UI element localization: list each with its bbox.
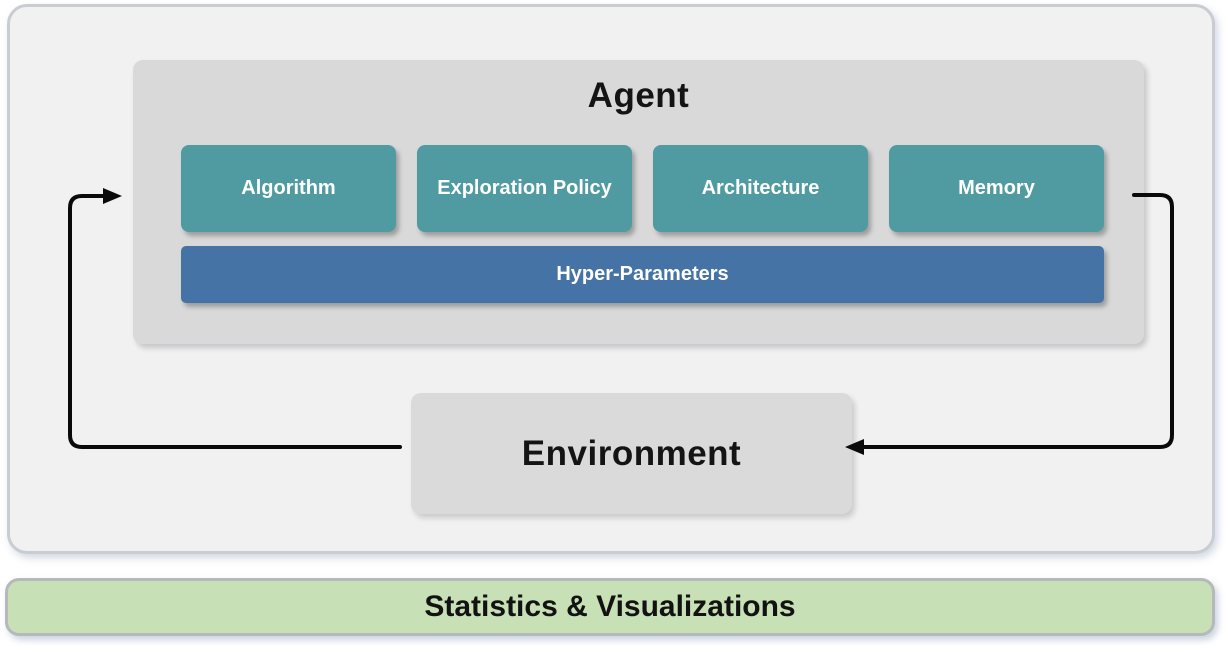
agent-title: Agent xyxy=(587,76,690,115)
module-memory: Memory xyxy=(889,145,1104,232)
statistics-label: Statistics & Visualizations xyxy=(424,590,796,623)
module-architecture: Architecture xyxy=(653,145,868,232)
agent-modules-row: Algorithm Exploration Policy Architectur… xyxy=(181,145,1104,232)
framework-canvas: Agent Algorithm Exploration Policy Archi… xyxy=(7,4,1215,554)
environment-title: Environment xyxy=(521,433,742,473)
agent-box: Agent Algorithm Exploration Policy Archi… xyxy=(133,60,1144,344)
hyper-parameters-bar: Hyper-Parameters xyxy=(181,246,1104,303)
statistics-bar: Statistics & Visualizations xyxy=(5,578,1215,636)
module-exploration-policy: Exploration Policy xyxy=(417,145,632,232)
module-algorithm: Algorithm xyxy=(181,145,396,232)
environment-box: Environment xyxy=(411,393,852,514)
